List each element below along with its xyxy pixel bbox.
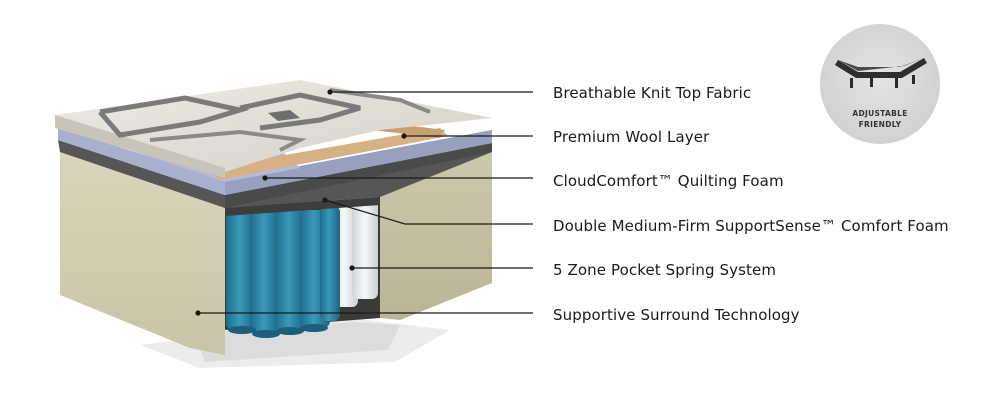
spring-coil xyxy=(320,206,340,321)
label-wool-layer: Premium Wool Layer xyxy=(553,128,710,146)
top-fabric-layer xyxy=(55,80,492,178)
label-top-fabric: Breathable Knit Top Fabric xyxy=(553,84,752,102)
spring-coil xyxy=(275,205,305,331)
label-comfort-foam: Double Medium-Firm SupportSense™ Comfort… xyxy=(553,217,949,235)
leader-lines xyxy=(195,89,533,316)
label-surround: Supportive Surround Technology xyxy=(553,306,800,324)
badge-line2: FRIENDLY xyxy=(859,120,902,129)
spring-coil xyxy=(250,210,280,334)
spring-coil xyxy=(226,205,256,330)
spring-coil xyxy=(352,193,378,299)
comfort-foam-layer xyxy=(58,140,492,216)
surround-foam xyxy=(60,150,492,355)
adjustable-friendly-badge: ADJUSTABLE FRIENDLY xyxy=(820,24,940,144)
badge-line1: ADJUSTABLE xyxy=(852,109,907,118)
label-pocket-springs: 5 Zone Pocket Spring System xyxy=(553,261,777,279)
label-quilting-foam: CloudComfort™ Quilting Foam xyxy=(553,172,784,190)
pocket-spring-cutaway xyxy=(225,193,380,338)
adjustable-bed-icon xyxy=(835,58,927,88)
